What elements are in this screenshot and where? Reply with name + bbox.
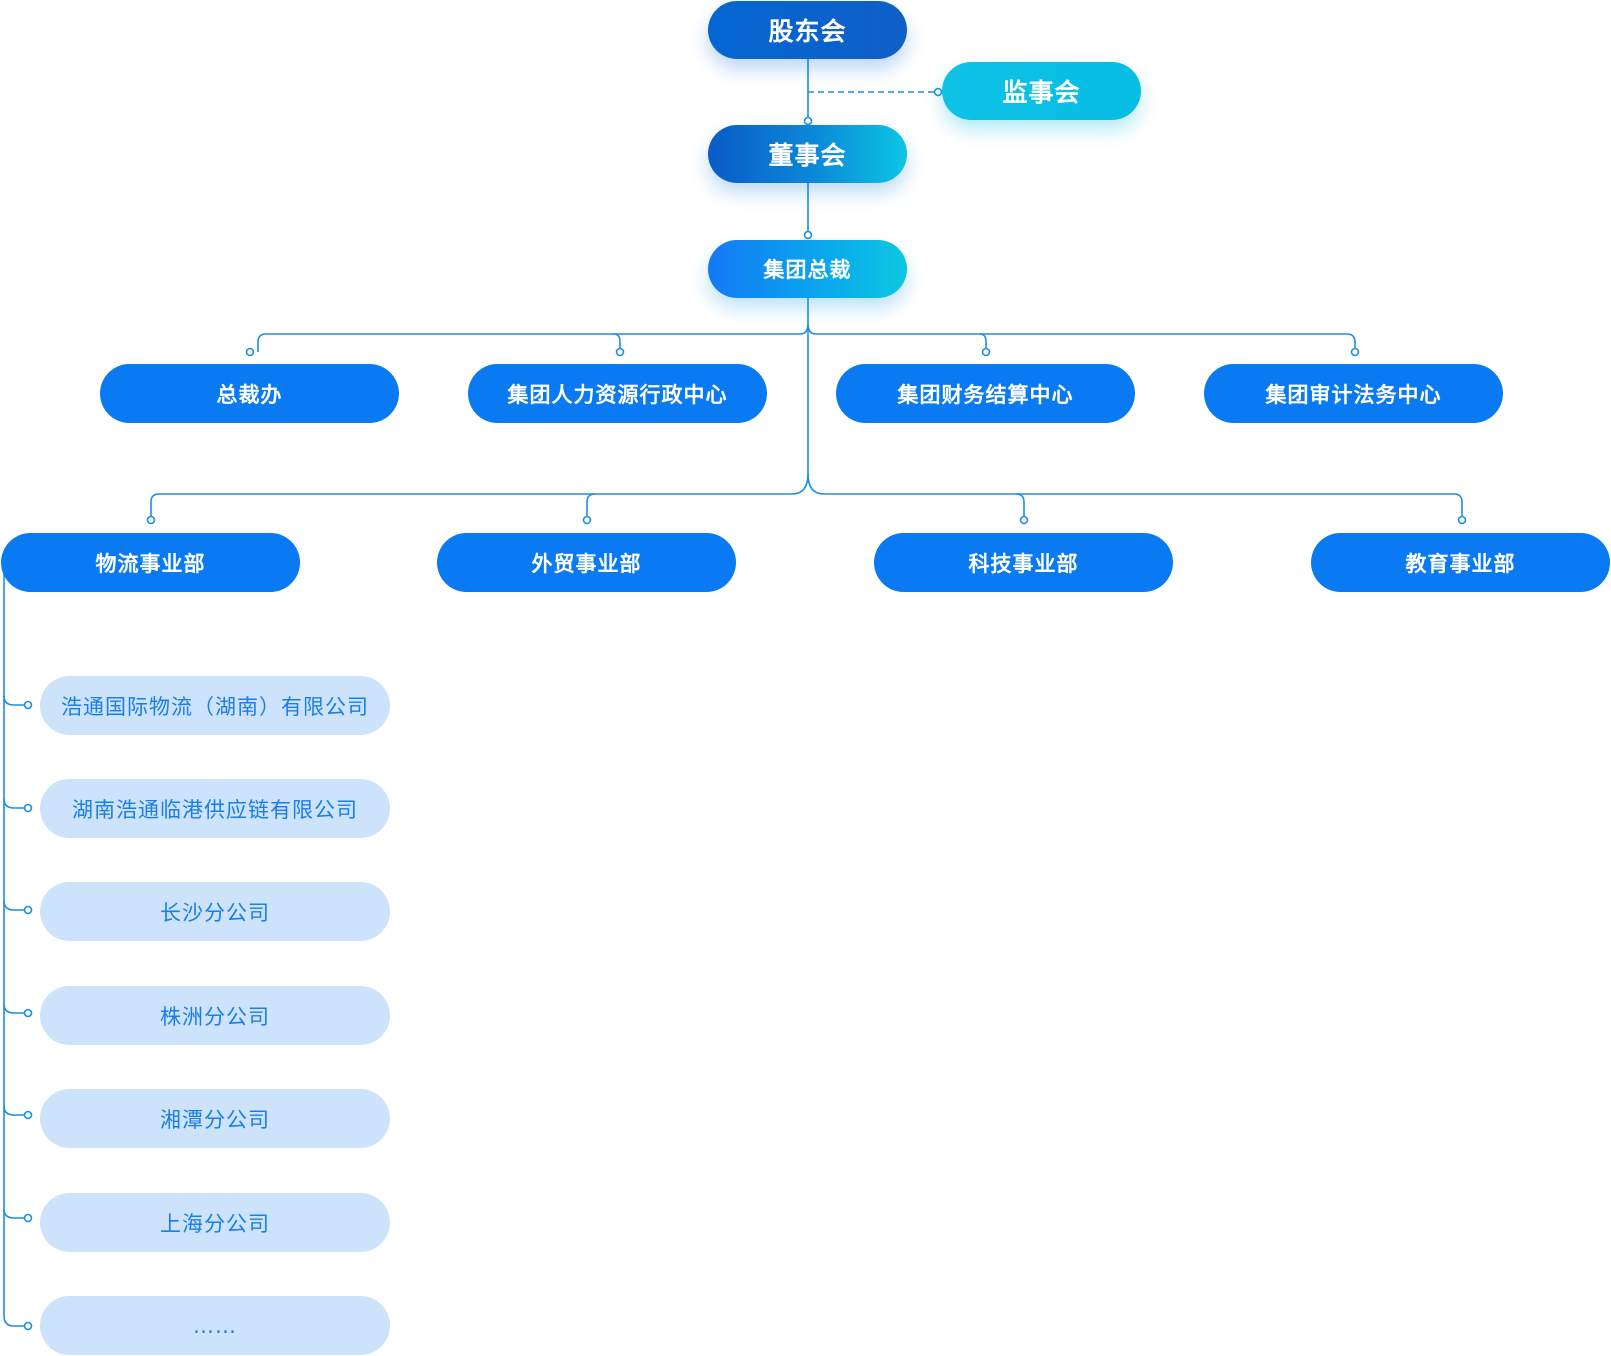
division-node-technology[interactable]: 科技事业部 (874, 533, 1173, 592)
connector-dot (1457, 515, 1467, 525)
connector-dot (803, 116, 813, 126)
divisions-branch-left (150, 473, 809, 520)
center-link-2 (613, 333, 621, 352)
supervisors-node[interactable]: 监事会 (942, 62, 1141, 120)
connector-dot (1019, 515, 1029, 525)
division-node-foreign-trade[interactable]: 外贸事业部 (437, 533, 736, 592)
connector-dot (615, 347, 625, 357)
shareholders-node[interactable]: 股东会 (708, 1, 907, 59)
subsidiary-node[interactable]: 长沙分公司 (40, 882, 390, 941)
connector-dot (981, 347, 991, 357)
centers-branch (257, 323, 809, 352)
connector-dot (23, 1213, 33, 1223)
connector-dot (245, 347, 255, 357)
subsidiary-node[interactable]: 上海分公司 (40, 1193, 390, 1252)
connector-dot (146, 515, 156, 525)
center-node-hr-admin[interactable]: 集团人力资源行政中心 (468, 364, 767, 423)
subsidiary-link-4 (3, 1003, 28, 1014)
division-node-logistics[interactable]: 物流事业部 (1, 533, 300, 592)
connector-dot (23, 1110, 33, 1120)
subsidiary-node-more[interactable]: …… (40, 1296, 390, 1355)
subsidiary-node[interactable]: 浩通国际物流（湖南）有限公司 (40, 676, 390, 735)
division-link-2 (586, 493, 596, 520)
subsidiary-link-6 (3, 1208, 28, 1219)
subsidiary-node[interactable]: 湘潭分公司 (40, 1089, 390, 1148)
connector-dot (1350, 347, 1360, 357)
connector-dot (933, 87, 943, 97)
subsidiary-trunk (3, 560, 28, 1327)
center-link-3 (979, 333, 987, 352)
center-node-ceo-office[interactable]: 总裁办 (100, 364, 399, 423)
subsidiary-node[interactable]: 株洲分公司 (40, 986, 390, 1045)
subsidiary-link-1 (3, 695, 28, 706)
connector-dot (23, 1008, 33, 1018)
connector-dot (23, 700, 33, 710)
connector-dot (23, 803, 33, 813)
president-node[interactable]: 集团总裁 (708, 240, 907, 298)
divisions-branch-right (807, 473, 1463, 520)
subsidiary-node[interactable]: 湖南浩通临港供应链有限公司 (40, 779, 390, 838)
connector-dot (23, 1321, 33, 1331)
division-link-3 (1015, 493, 1025, 520)
centers-branch-right (807, 323, 1356, 352)
subsidiary-link-5 (3, 1105, 28, 1116)
subsidiary-link-3 (3, 900, 28, 911)
center-node-finance[interactable]: 集团财务结算中心 (836, 364, 1135, 423)
center-node-audit-legal[interactable]: 集团审计法务中心 (1204, 364, 1503, 423)
connector-dot (803, 230, 813, 240)
connector-dot (582, 515, 592, 525)
division-node-education[interactable]: 教育事业部 (1311, 533, 1610, 592)
board-node[interactable]: 董事会 (708, 125, 907, 183)
subsidiary-link-2 (3, 798, 28, 809)
connector-dot (23, 905, 33, 915)
